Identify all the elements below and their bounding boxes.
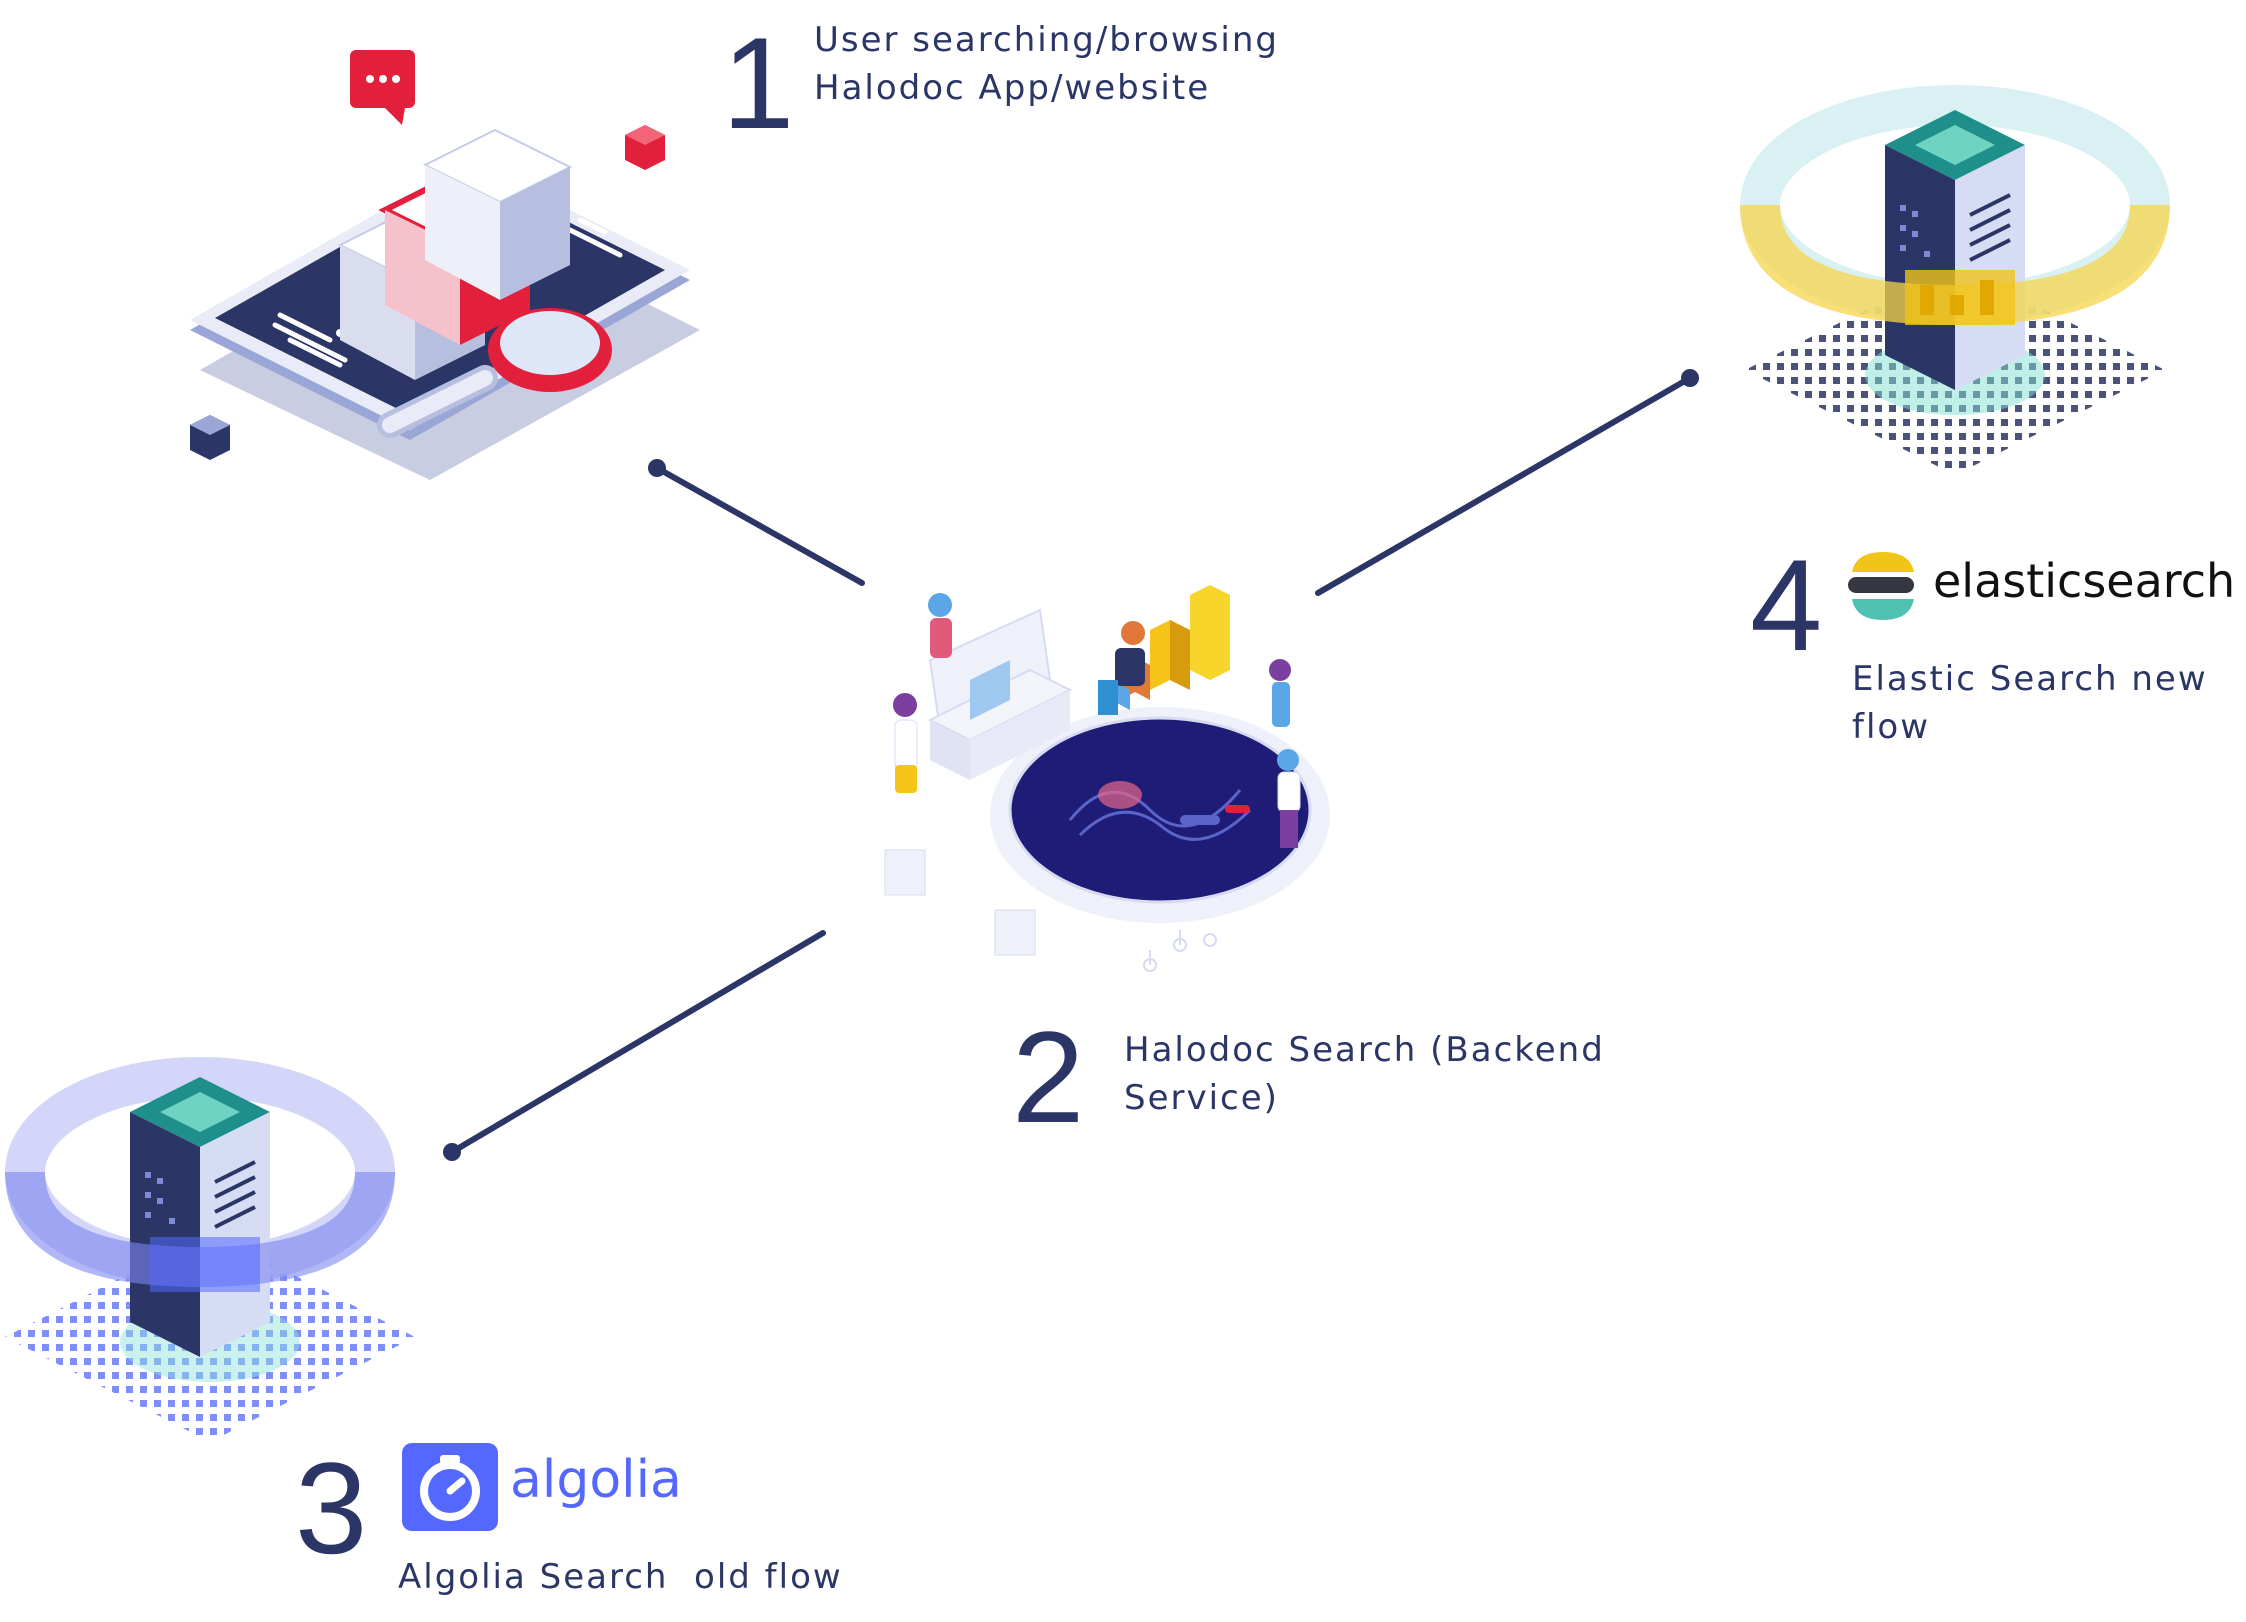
step-2-line-1: Halodoc Search (Backend <box>1124 1030 1605 1070</box>
backend-team-illustration <box>884 585 1330 972</box>
elasticsearch-logo-icon <box>1848 552 1914 620</box>
algolia-wordmark: algolia <box>510 1450 682 1510</box>
connector-backend-elastic <box>1315 375 1693 596</box>
algolia-server-illustration <box>5 1057 415 1442</box>
phone-app-illustration <box>190 50 700 480</box>
elasticsearch-wordmark: elasticsearch <box>1933 554 2236 608</box>
step-2-number: 2 <box>1012 1004 1085 1150</box>
step-1-description: User searching/browsing Halodoc App/webs… <box>814 16 1279 112</box>
connector-elastic-endpoint <box>1681 369 1699 387</box>
elastic-server-illustration <box>1740 85 2170 475</box>
connector-algolia-endpoint <box>443 1143 461 1161</box>
step-2-description: Halodoc Search (Backend Service) <box>1124 1026 1605 1122</box>
connector-app-backend <box>654 465 865 586</box>
step-3-line-1: Algolia Search old flow <box>398 1557 843 1597</box>
step-4-description: Elastic Search new flow <box>1852 655 2208 751</box>
step-2-line-2: Service) <box>1124 1078 1279 1118</box>
step-1-number: 1 <box>722 10 795 156</box>
step-4-number: 4 <box>1750 532 1823 678</box>
step-4-line-1: Elastic Search new <box>1852 659 2208 699</box>
algolia-logo-icon <box>402 1443 498 1531</box>
step-3-number: 3 <box>295 1435 368 1581</box>
connector-backend-algolia <box>449 930 826 1155</box>
connector-app-endpoint <box>648 459 666 477</box>
step-1-line-2: Halodoc App/website <box>814 68 1211 108</box>
step-4-line-2: flow <box>1852 707 1931 747</box>
step-1-line-1: User searching/browsing <box>814 20 1279 60</box>
step-3-description: Algolia Search old flow <box>398 1553 843 1601</box>
